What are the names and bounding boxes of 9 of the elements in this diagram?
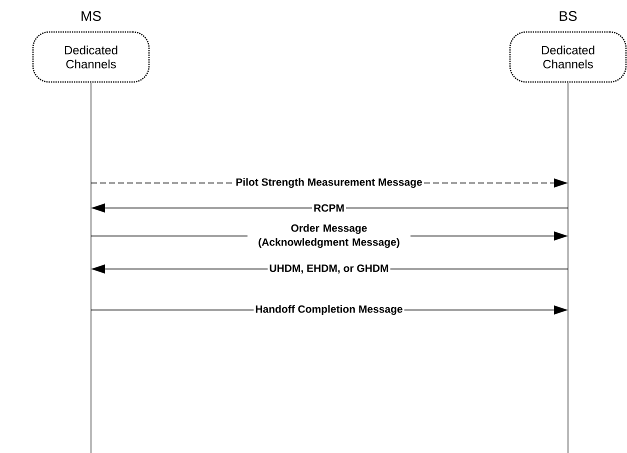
- entity-heading: BS: [560, 11, 577, 21]
- message-label: UHDM, EHDM, or GHDM: [268, 263, 390, 275]
- message-label: RCPM: [312, 202, 346, 214]
- message-label: Pilot Strength Measurement Message: [234, 176, 424, 190]
- entity-heading: MS: [82, 11, 101, 21]
- channel-box: Dedicated Channels: [509, 31, 627, 83]
- channel-box: Dedicated Channels: [32, 31, 150, 83]
- message-label: Handoff Completion Message: [254, 304, 404, 316]
- message-label: Order Message (Acknowledgment Message): [248, 222, 410, 250]
